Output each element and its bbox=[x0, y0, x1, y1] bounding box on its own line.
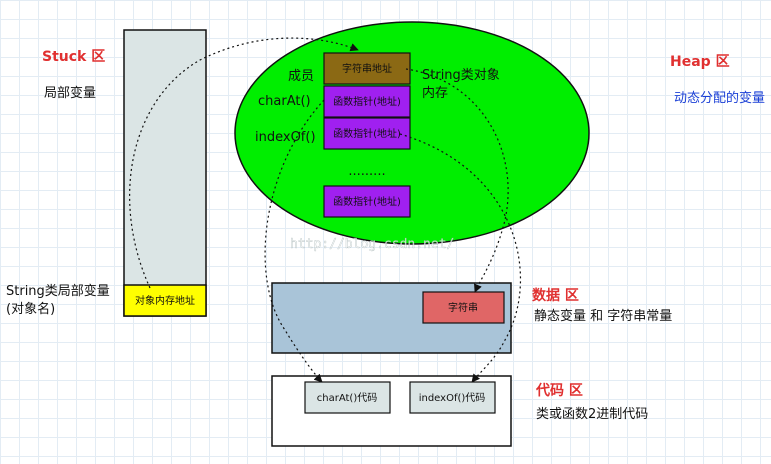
heap-ellipsis: ......... bbox=[348, 164, 385, 179]
arrow-heap-to-string bbox=[405, 68, 509, 293]
stack-cell-label: 对象内存地址 bbox=[135, 294, 195, 307]
heap-string-address-cell bbox=[323, 52, 411, 85]
code-charat-label: charAt()代码 bbox=[317, 392, 377, 404]
heap-charat-label: charAt() bbox=[258, 94, 311, 109]
heap-member-label: 成员 bbox=[288, 69, 314, 84]
heap-fn-ptr-cell-3 bbox=[323, 185, 411, 218]
data-description: 静态变量 和 字符串常量 bbox=[534, 308, 672, 324]
data-string-label: 字符串 bbox=[448, 301, 478, 314]
heap-fn-ptr-label-2: 函数指针(地址) bbox=[333, 127, 401, 140]
stack-description: 局部变量 bbox=[44, 85, 96, 101]
code-indexof-label: indexOf()代码 bbox=[419, 392, 486, 404]
code-charat-cell bbox=[304, 381, 391, 414]
heap-string-address-label: 字符串地址 bbox=[342, 62, 392, 75]
heap-object-label-line2: 内存 bbox=[422, 85, 448, 101]
heap-indexof-label: indexOf() bbox=[255, 130, 316, 145]
heap-fn-ptr-label-3: 函数指针(地址) bbox=[333, 195, 401, 208]
heap-title: Heap 区 bbox=[670, 54, 730, 70]
data-title: 数据 区 bbox=[532, 287, 579, 304]
heap-fn-ptr-cell-1 bbox=[323, 85, 411, 118]
stack-title: Stuck 区 bbox=[42, 49, 105, 65]
code-description: 类或函数2进制代码 bbox=[536, 407, 648, 422]
data-string-cell bbox=[422, 291, 505, 324]
watermark: http://blog.csdn.net/ bbox=[290, 237, 454, 252]
arrow-stack-to-heap bbox=[129, 37, 359, 289]
stack-object-address-cell bbox=[123, 284, 207, 317]
stack-region bbox=[123, 29, 207, 317]
heap-description: 动态分配的变量 bbox=[674, 90, 765, 106]
stack-var-label-line1: String类局部变量 bbox=[6, 283, 110, 299]
stack-var-label-line2: (对象名) bbox=[6, 301, 55, 317]
arrow-indexof-to-code bbox=[399, 133, 522, 383]
code-indexof-cell bbox=[409, 381, 496, 414]
code-title: 代码 区 bbox=[535, 382, 583, 399]
heap-object-label-line1: String类对象 bbox=[422, 68, 500, 83]
heap-fn-ptr-cell-2 bbox=[323, 117, 411, 150]
heap-fn-ptr-label-1: 函数指针(地址) bbox=[333, 95, 401, 108]
arrow-charat-to-code bbox=[264, 99, 325, 383]
